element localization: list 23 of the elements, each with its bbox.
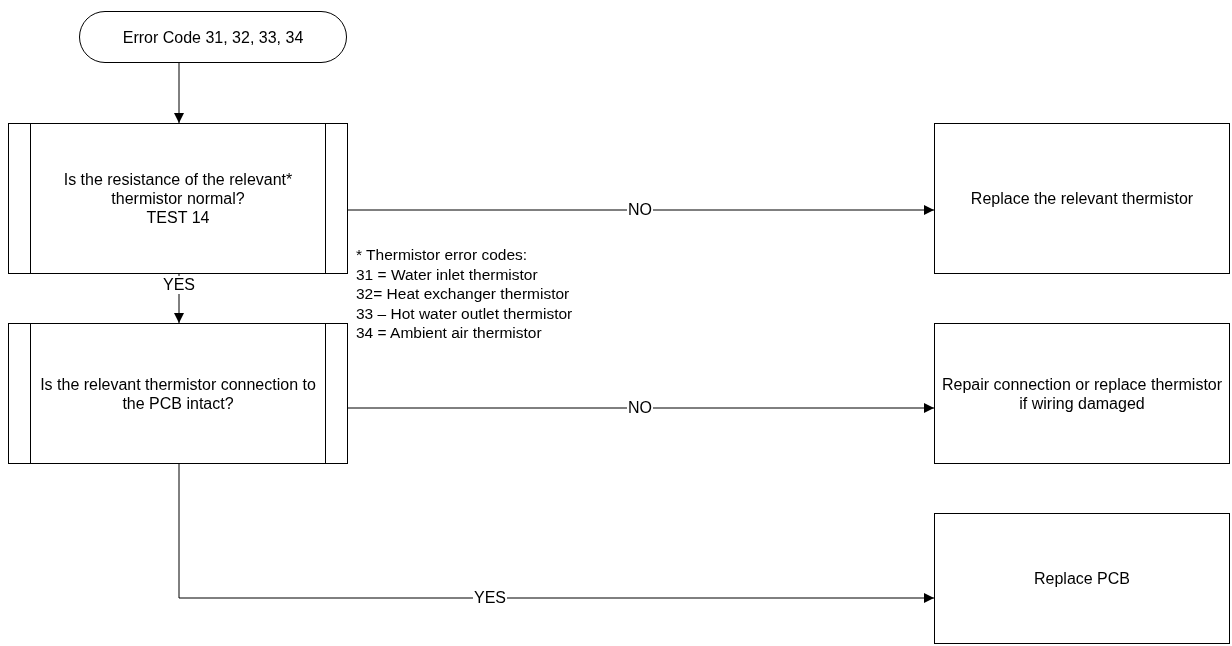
note-line: 32= Heat exchanger thermistor [356, 284, 570, 303]
arrow [347, 403, 935, 413]
note-heading: * Thermistor error codes: [356, 245, 528, 264]
box-text: TEST 14 [146, 208, 210, 227]
box-text: Is the relevant thermistor connection to the PCB intact? [39, 374, 317, 413]
note-line: 31 = Water inlet thermistor [356, 264, 538, 284]
note-line: 34 = Ambient air thermistor [356, 323, 542, 342]
process-box [934, 323, 1230, 464]
start-terminator [79, 11, 347, 63]
process-box [934, 513, 1230, 644]
arrow [178, 463, 935, 603]
process-box [8, 123, 348, 274]
box-text: Is the resistance of the relevant* thermistor normal? [62, 170, 294, 208]
edge-label: YES [162, 276, 196, 294]
box-text: Repair connection or replace thermistor if wiring damaged [941, 374, 1223, 413]
arrow [174, 62, 184, 124]
process-box [8, 323, 348, 464]
box-text: Replace PCB [1033, 569, 1130, 588]
note-line: 33 – Hot water outlet thermistor [356, 303, 573, 323]
box-text: Replace the relevant thermistor [970, 189, 1194, 208]
process-box [934, 123, 1230, 274]
arrow [347, 205, 935, 215]
box-text: Error Code 31, 32, 33, 34 [122, 27, 304, 47]
